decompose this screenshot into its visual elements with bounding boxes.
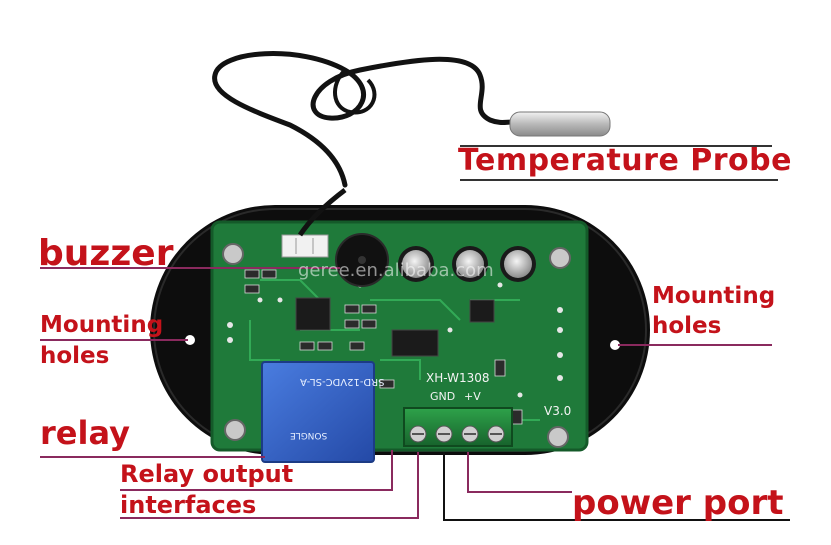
relay-output-leader-2 <box>120 452 419 519</box>
relay-label: relay <box>40 414 130 452</box>
ic-chip-3 <box>469 299 495 323</box>
power-port-label: power port <box>572 483 784 523</box>
relay-component <box>261 361 375 463</box>
leader-lines <box>40 267 772 519</box>
terminal-screws <box>409 425 505 443</box>
ic-chip-2 <box>391 329 439 357</box>
mounting-hole-right <box>610 340 620 350</box>
pcb-screws <box>222 243 571 448</box>
board-model-label: XH-W1308 <box>426 371 490 385</box>
mounting-holes-right-label-line2: holes <box>652 313 722 339</box>
temperature-probe-tip <box>509 111 611 137</box>
ic-chip-1 <box>295 297 331 331</box>
watermark-text: geree.en.alibaba.com <box>298 260 494 281</box>
probe-cable <box>212 51 515 188</box>
board-gnd-label: GND <box>430 390 456 403</box>
relay-model-print: SRD-12VDC-SL-A <box>300 376 385 387</box>
buzzer-label: buzzer <box>38 233 174 274</box>
mounting-holes-left-label-line2: holes <box>40 343 110 369</box>
relay-brand-print: SONGLE <box>290 430 328 440</box>
mounting-hole-left <box>185 335 195 345</box>
mounting-holes-left-label-line1: Mounting <box>40 312 164 338</box>
relay-output-label-line1: Relay output <box>120 460 294 488</box>
power-leader-lines <box>443 452 790 521</box>
relay-output-label-line2: interfaces <box>120 491 257 519</box>
capacitors <box>398 246 536 282</box>
probe-cable-loop <box>333 68 377 115</box>
smd-components <box>244 269 523 425</box>
relay-output-leader-1 <box>120 450 393 491</box>
temperature-probe-label: Temperature Probe <box>458 143 792 178</box>
probe-connector <box>281 234 329 258</box>
board-plus-v-label: +V <box>464 390 481 403</box>
board-version-label: V3.0 <box>544 404 572 418</box>
mounting-holes-right-label-line1: Mounting <box>652 283 776 309</box>
